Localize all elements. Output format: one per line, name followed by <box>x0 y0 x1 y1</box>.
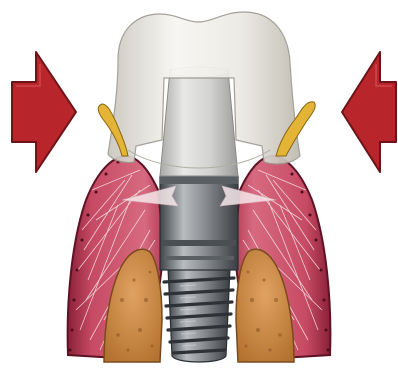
abutment <box>160 67 238 176</box>
arrow-left-pointing-right-side <box>342 52 396 172</box>
arrow-right-pointing-left-side <box>12 52 76 172</box>
threaded-implant-body <box>164 268 234 362</box>
